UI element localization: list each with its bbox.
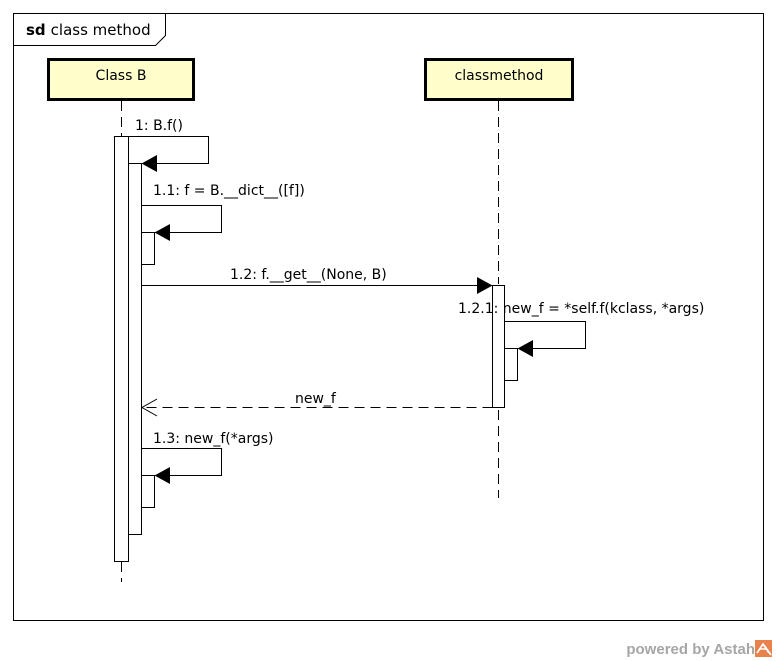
message-1[interactable]: 1: B.f() <box>128 118 209 172</box>
message-1-1-arrowhead <box>154 224 170 241</box>
message-1-2-1-arrowhead <box>517 340 533 357</box>
message-1-3[interactable]: 1.3: new_f(*args) <box>141 431 274 484</box>
astah-logo-icon <box>755 640 772 657</box>
message-1-1-line <box>141 205 222 233</box>
astah-watermark: powered by Astah <box>626 640 772 658</box>
activation-class-b-1-1-nested[interactable] <box>141 232 155 265</box>
message-1-3-arrowhead <box>154 467 170 484</box>
lifeline-label-class-b: Class B <box>96 68 147 84</box>
lifeline-class-b[interactable]: Class B <box>47 58 195 101</box>
frame-label: sd class method <box>26 21 151 39</box>
frame-keyword: sd <box>26 21 46 39</box>
frame-name: class method <box>51 21 151 39</box>
lifeline-label-classmethod: classmethod <box>455 68 544 84</box>
watermark-text: powered by Astah <box>626 641 755 658</box>
message-return-arrowhead <box>140 398 158 417</box>
message-1-2[interactable]: 1.2: f.__get__(None, B) <box>141 267 493 294</box>
message-1-arrowhead <box>141 155 157 172</box>
lifeline-head-classmethod[interactable] <box>424 58 574 101</box>
activation-classmethod-1-2-1[interactable] <box>504 348 518 381</box>
message-1-1[interactable]: 1.1: f = B.__dict__([f]) <box>141 183 305 241</box>
activation-classmethod-1-2[interactable] <box>492 285 505 408</box>
message-return-new-f[interactable]: new_f <box>140 391 493 417</box>
activation-class-b-1[interactable] <box>114 136 129 562</box>
lifeline-classmethod[interactable]: classmethod <box>424 58 574 101</box>
message-1-2-1[interactable]: 1.2.1: new_f = *self.f(kclass, *args) <box>458 301 704 357</box>
diagram-frame <box>13 13 764 621</box>
message-1-line <box>128 136 209 164</box>
message-1-3-label: 1.3: new_f(*args) <box>153 431 274 447</box>
message-1-1-label: 1.1: f = B.__dict__([f]) <box>153 183 305 199</box>
lifeline-head-class-b[interactable] <box>47 58 195 101</box>
message-1-2-arrowhead <box>477 277 493 294</box>
message-1-2-1-label: 1.2.1: new_f = *self.f(kclass, *args) <box>458 301 704 317</box>
activation-class-b-1-1[interactable] <box>128 163 142 535</box>
message-return-label: new_f <box>295 391 337 407</box>
message-1-2-1-line <box>504 321 586 349</box>
frame-label-tab <box>13 13 166 46</box>
message-1-3-line <box>141 448 222 476</box>
message-1-2-label: 1.2: f.__get__(None, B) <box>230 267 387 283</box>
message-1-label: 1: B.f() <box>135 118 183 134</box>
activation-class-b-1-3[interactable] <box>141 475 155 508</box>
